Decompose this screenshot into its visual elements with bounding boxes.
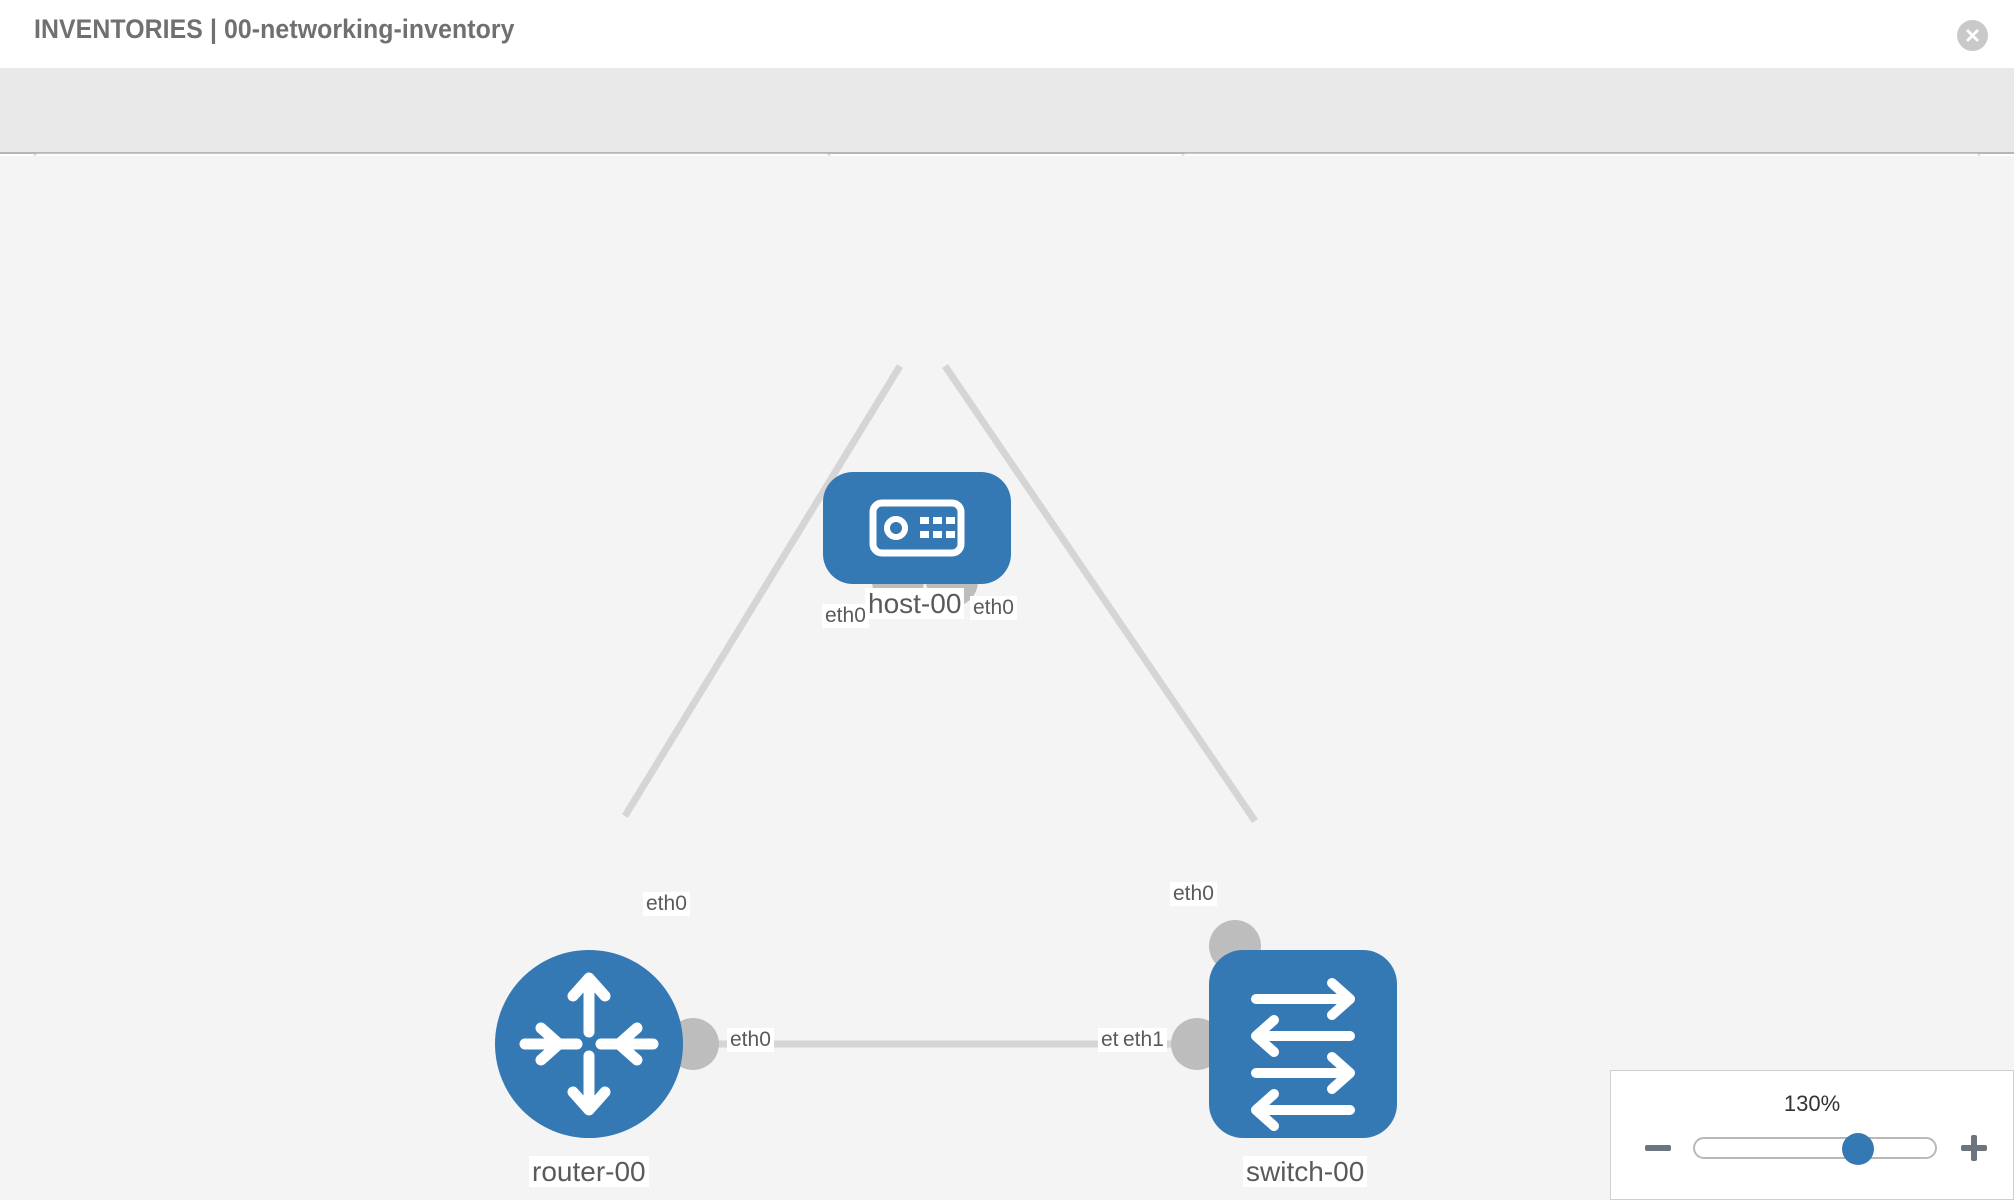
interface-label: eth0: [822, 604, 869, 629]
node-label-switch-00: switch-00: [1243, 1156, 1368, 1188]
node-label-router-00: router-00: [529, 1156, 649, 1188]
router-icon: [519, 972, 659, 1116]
zoom-slider-track[interactable]: [1693, 1133, 1937, 1165]
plus-icon[interactable]: [1957, 1131, 1991, 1165]
server-icon: [869, 499, 965, 557]
zoom-slider-thumb[interactable]: [1842, 1133, 1875, 1165]
page-header: INVENTORIES | 00-networking-inventory: [0, 0, 2014, 68]
zoom-percent-label: 130%: [1783, 1091, 1841, 1116]
interface-label: eth0: [727, 1028, 774, 1053]
node-router-00: [495, 950, 683, 1138]
node-switch-00: [1209, 950, 1397, 1138]
toolbar: ACTIONS SEARCH: [0, 68, 2014, 205]
page-title: INVENTORIES | 00-networking-inventory: [34, 14, 515, 44]
topology-links: [622, 364, 1258, 1048]
zoom-control: 130%: [1610, 1070, 2014, 1200]
close-icon[interactable]: [1957, 20, 1988, 51]
node-host-00: [823, 472, 1011, 584]
interface-label: eth0: [643, 892, 690, 917]
minus-icon[interactable]: [1641, 1131, 1675, 1165]
topology-canvas[interactable]: eth0 host-00 eth0 eth0 eth0 eth0 eth0 et…: [0, 156, 2014, 1200]
link-host00-router00: [622, 364, 903, 818]
interface-label: eth0: [970, 596, 1017, 621]
interface-label: eth1: [1120, 1028, 1167, 1053]
switch-icon: [1251, 978, 1355, 1131]
topology-graph: [495, 364, 1397, 1138]
topology-interfaces: [667, 555, 1261, 1070]
link-host00-switch00: [942, 364, 1258, 823]
node-label-host-00: host-00: [865, 588, 965, 620]
interface-label: eth0: [1170, 882, 1217, 907]
